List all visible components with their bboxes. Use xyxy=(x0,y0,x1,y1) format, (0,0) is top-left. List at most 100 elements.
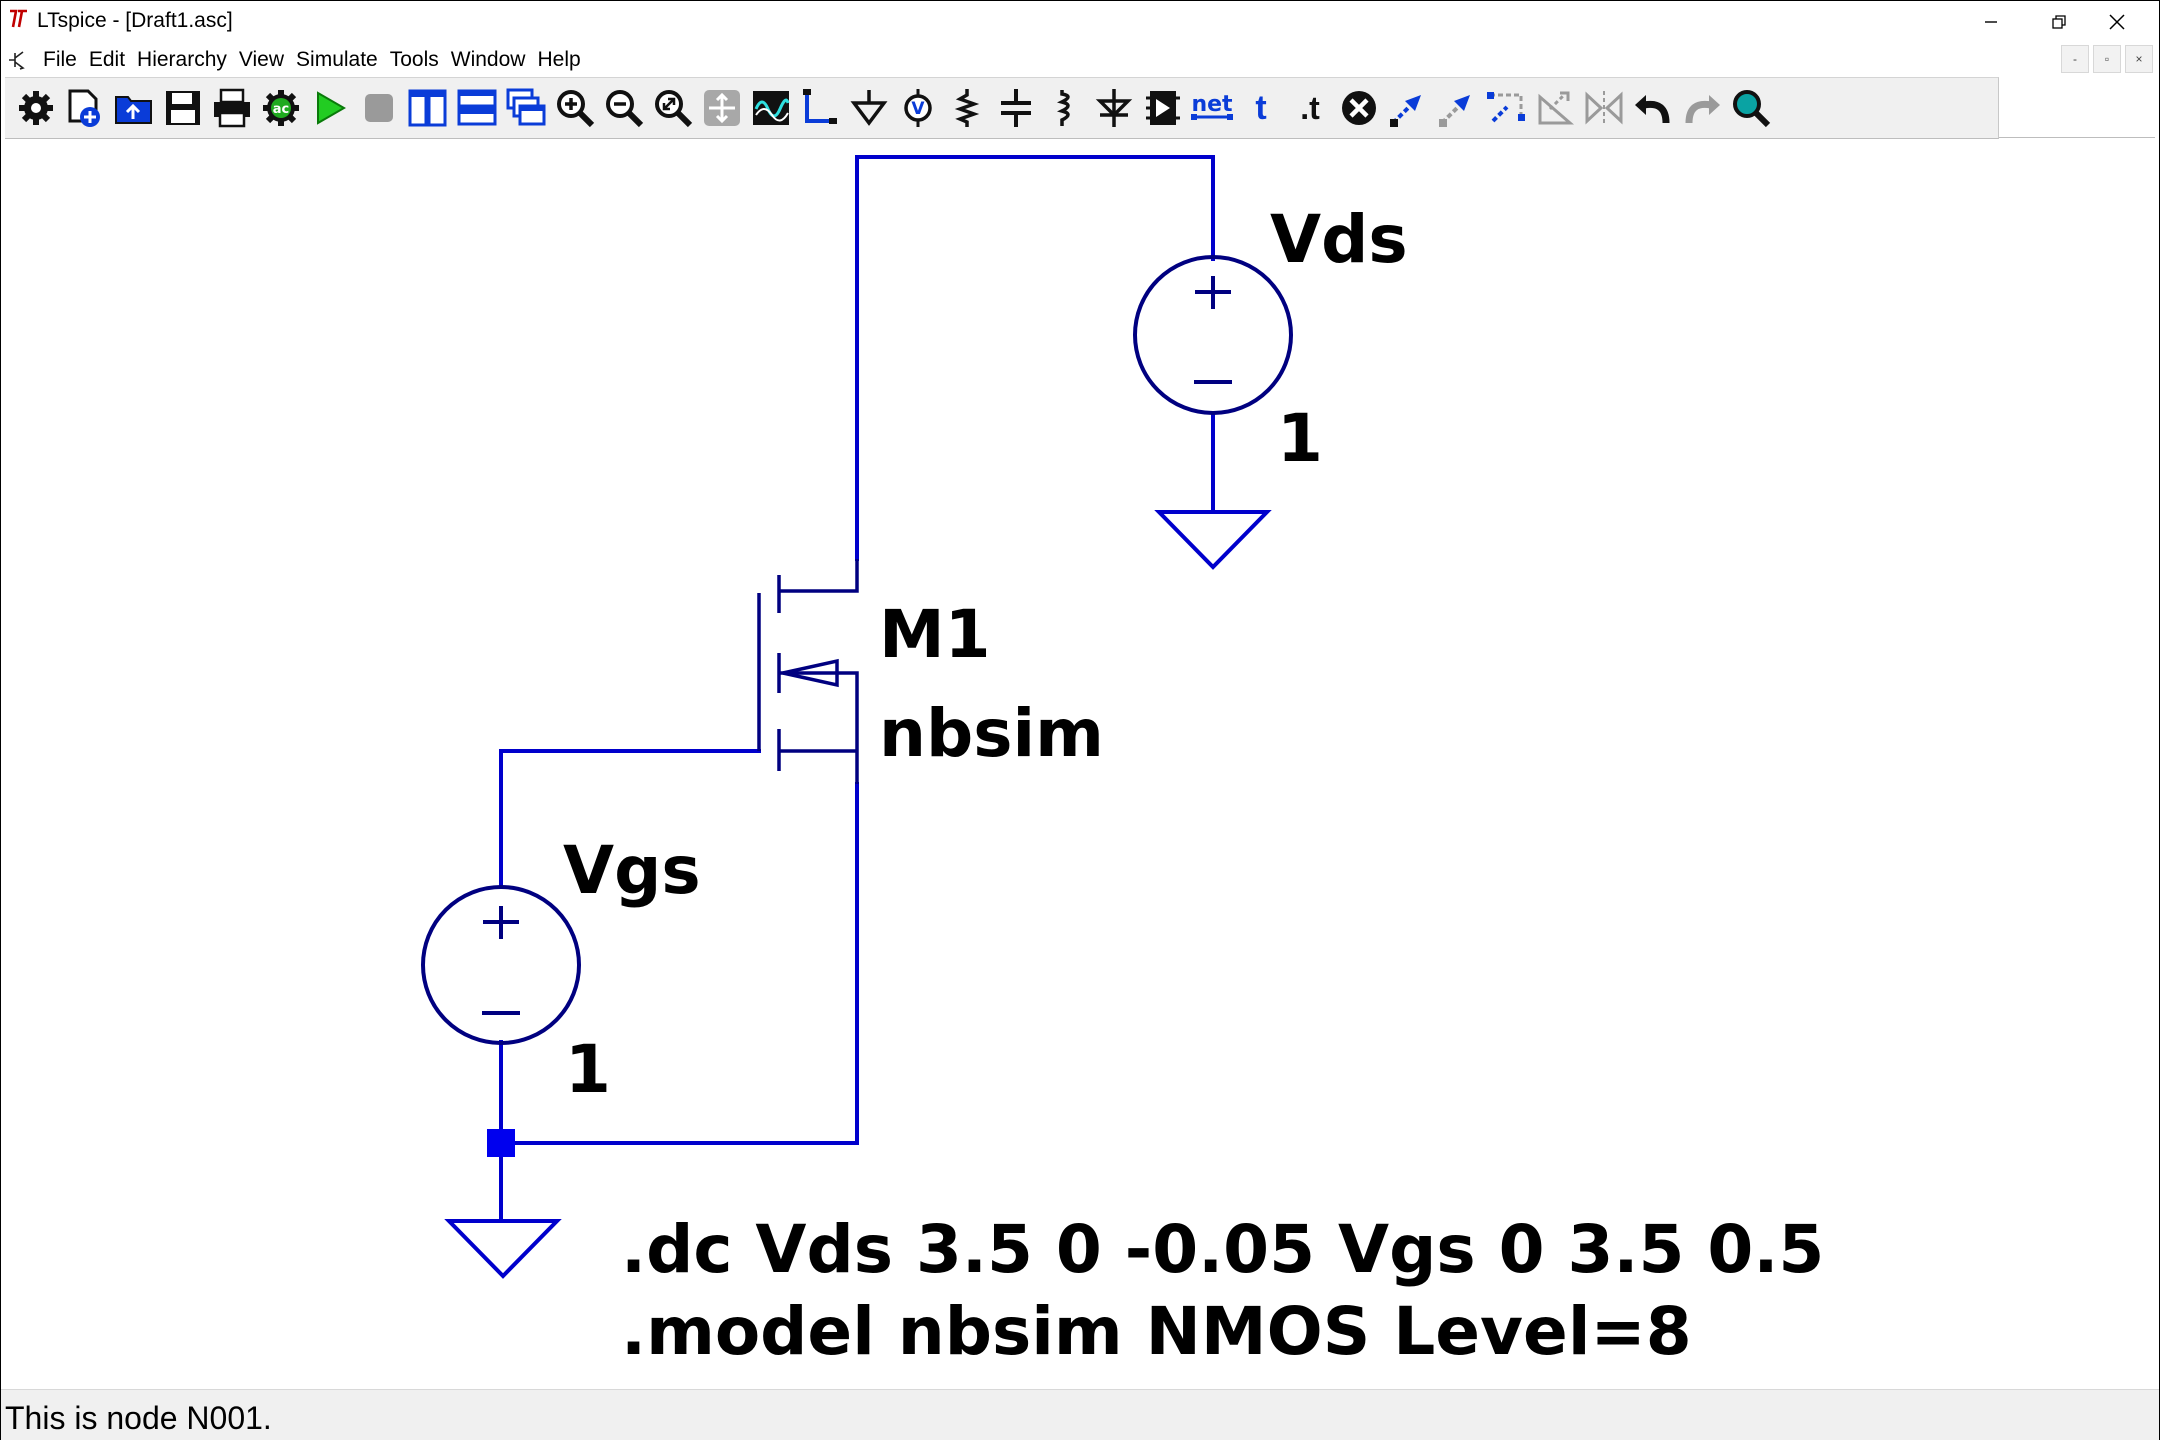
save-button[interactable] xyxy=(160,83,206,133)
rotate-button[interactable] xyxy=(1532,83,1578,133)
control-panel-button[interactable] xyxy=(13,83,59,133)
move-button[interactable] xyxy=(1434,83,1480,133)
restore-button[interactable] xyxy=(2025,1,2093,43)
minimize-icon xyxy=(1985,21,1997,23)
redo-icon xyxy=(1685,95,1720,124)
close-button[interactable] xyxy=(2083,1,2151,43)
doc-restore-button[interactable]: ▫ xyxy=(2093,45,2121,73)
menu-simulate[interactable]: Simulate xyxy=(296,48,378,71)
vds-source-symbol[interactable] xyxy=(1133,255,1293,415)
spice-directive-button[interactable]: .t xyxy=(1287,83,1333,133)
resistor-icon xyxy=(954,89,980,127)
schematic-canvas[interactable]: Vds 1 M1 nbsim Vgs 1 .dc Vds 3.5 0 -0.05… xyxy=(5,139,2155,1387)
zoom-out-icon xyxy=(606,90,644,128)
place-source-button[interactable]: V xyxy=(895,83,941,133)
minimize-button[interactable] xyxy=(1957,1,2025,43)
menu-bar: File Edit Hierarchy View Simulate Tools … xyxy=(1,45,2159,75)
spice-directive-icon: .t xyxy=(1300,89,1320,126)
vgs-name-label[interactable]: Vgs xyxy=(563,832,701,909)
ground-symbol-vds[interactable] xyxy=(1154,510,1272,570)
status-bar: This is node N001. xyxy=(1,1389,2159,1440)
pan-button[interactable] xyxy=(699,83,745,133)
delete-icon xyxy=(1342,91,1376,125)
zoom-in-icon xyxy=(557,90,595,128)
drag-icon xyxy=(1487,92,1525,123)
menu-edit[interactable]: Edit xyxy=(88,48,126,71)
doc-minimize-button[interactable]: - xyxy=(2061,45,2089,73)
cascade-button[interactable] xyxy=(503,83,549,133)
place-component-button[interactable] xyxy=(1140,83,1186,133)
zoom-fit-button[interactable] xyxy=(650,83,696,133)
redo-button[interactable] xyxy=(1679,83,1725,133)
vds-name-label[interactable]: Vds xyxy=(1270,201,1408,278)
toolbar-empty-area xyxy=(1999,77,2155,138)
new-schematic-icon xyxy=(68,89,100,127)
zoom-in-button[interactable] xyxy=(552,83,598,133)
undo-button[interactable] xyxy=(1630,83,1676,133)
tile-vertical-icon xyxy=(408,89,447,127)
move-icon xyxy=(1439,95,1470,127)
mosfet-m1-symbol[interactable] xyxy=(757,559,859,784)
place-ground-button[interactable] xyxy=(846,83,892,133)
place-text-button[interactable]: t xyxy=(1238,83,1284,133)
find-button[interactable] xyxy=(1728,83,1774,133)
mirror-button[interactable] xyxy=(1581,83,1627,133)
find-icon xyxy=(1733,90,1771,128)
run-button[interactable] xyxy=(307,83,353,133)
zoom-fit-icon xyxy=(655,90,693,128)
net-label-button[interactable]: net xyxy=(1189,83,1235,133)
draw-wire-icon xyxy=(803,89,837,124)
menu-view[interactable]: View xyxy=(238,48,285,71)
open-folder-icon xyxy=(115,96,152,124)
status-text: This is node N001. xyxy=(5,1400,272,1436)
menu-window[interactable]: Window xyxy=(450,48,526,71)
toolbar: ac xyxy=(5,77,1999,139)
menu-file[interactable]: File xyxy=(43,48,77,71)
place-inductor-button[interactable] xyxy=(1042,83,1088,133)
save-icon xyxy=(166,91,200,125)
mosfet-model-label[interactable]: nbsim xyxy=(879,695,1104,772)
text-icon: t xyxy=(1255,88,1267,127)
doc-close-button[interactable]: × xyxy=(2125,45,2153,73)
place-diode-button[interactable] xyxy=(1091,83,1137,133)
dc-directive[interactable]: .dc Vds 3.5 0 -0.05 Vgs 0 3.5 0.5 xyxy=(621,1211,1825,1288)
zoom-out-button[interactable] xyxy=(601,83,647,133)
vds-value-label[interactable]: 1 xyxy=(1277,400,1323,477)
wire-drain[interactable] xyxy=(855,155,1215,561)
vgs-value-label[interactable]: 1 xyxy=(565,1031,611,1108)
schematic-drawing xyxy=(421,155,1293,1279)
svg-text:ac: ac xyxy=(273,102,289,117)
draw-wire-button[interactable] xyxy=(797,83,843,133)
place-capacitor-button[interactable] xyxy=(993,83,1039,133)
halt-button[interactable] xyxy=(356,83,402,133)
vgs-source-symbol[interactable] xyxy=(421,885,581,1045)
window-title: LTspice - [Draft1.asc] xyxy=(37,9,233,32)
node-junction[interactable] xyxy=(487,1129,515,1157)
tile-horizontal-button[interactable] xyxy=(454,83,500,133)
schematic-doc-icon[interactable] xyxy=(7,49,29,71)
ground-symbol-vgs[interactable] xyxy=(444,1219,562,1279)
ground-icon xyxy=(850,90,888,126)
place-resistor-button[interactable] xyxy=(944,83,990,133)
waveform-button[interactable] xyxy=(748,83,794,133)
ac-setup-icon: ac xyxy=(263,90,299,126)
delete-button[interactable] xyxy=(1336,83,1382,133)
wire-source-ground[interactable] xyxy=(499,782,859,1145)
new-schematic-button[interactable] xyxy=(62,83,108,133)
duplicate-button[interactable] xyxy=(1385,83,1431,133)
open-button[interactable] xyxy=(111,83,157,133)
menu-hierarchy[interactable]: Hierarchy xyxy=(137,48,227,71)
drag-button[interactable] xyxy=(1483,83,1529,133)
ltspice-logo-icon xyxy=(10,9,27,28)
menu-tools[interactable]: Tools xyxy=(389,48,439,71)
wire-gate[interactable] xyxy=(499,749,761,889)
print-icon xyxy=(214,88,250,128)
ac-setup-button[interactable]: ac xyxy=(258,83,304,133)
print-button[interactable] xyxy=(209,83,255,133)
restore-icon xyxy=(2052,15,2066,29)
gear-icon xyxy=(19,91,53,125)
mosfet-name-label[interactable]: M1 xyxy=(879,596,991,673)
model-directive[interactable]: .model nbsim NMOS Level=8 xyxy=(621,1293,1692,1370)
menu-help[interactable]: Help xyxy=(537,48,581,71)
tile-vertical-button[interactable] xyxy=(405,83,451,133)
